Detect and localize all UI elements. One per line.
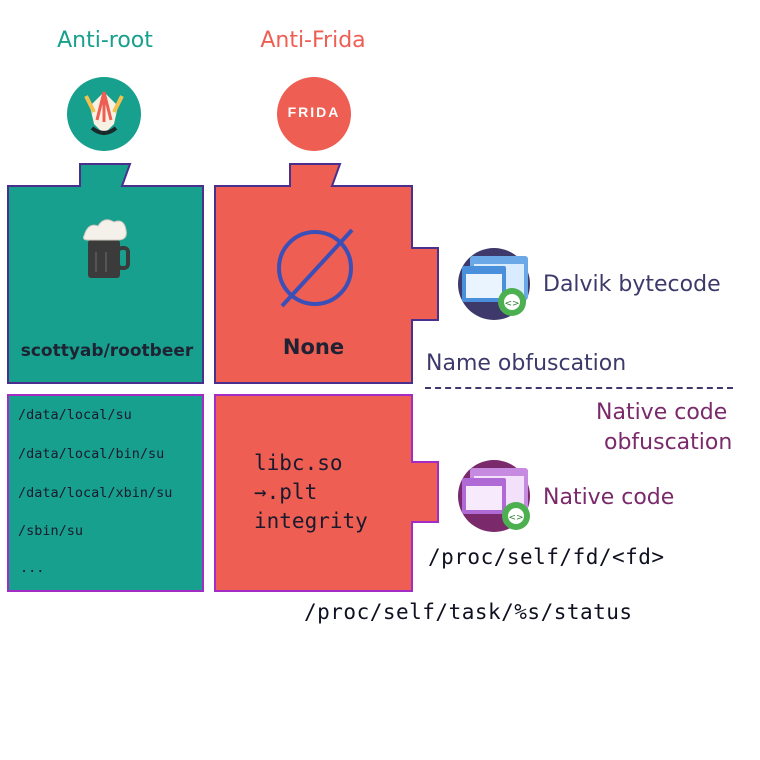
root-path-item: ... <box>20 560 45 576</box>
root-path-item: /data/local/su <box>18 407 132 423</box>
anti-frida-heading: Anti-Frida <box>260 28 366 53</box>
native-code-label: Native code <box>543 485 675 510</box>
native-code-icon: <> <box>458 460 530 532</box>
name-obfuscation-label: Name obfuscation <box>426 351 627 376</box>
rootbeer-label: scottyab/rootbeer <box>20 341 194 361</box>
root-paths-card <box>7 394 204 592</box>
anti-root-heading: Anti-root <box>57 28 153 53</box>
plt-line: →.plt <box>254 480 318 504</box>
native-obfuscation-line1: Native code <box>596 400 728 425</box>
beer-mug-icon <box>83 219 130 278</box>
root-path-item: /data/local/xbin/su <box>18 485 173 501</box>
obfuscation-divider <box>425 387 733 389</box>
dalvik-bytecode-label: Dalvik bytecode <box>543 272 721 297</box>
svg-text:<>: <> <box>504 299 519 309</box>
magisk-logo-icon <box>67 77 141 151</box>
proc-fd-path: /proc/self/fd/<fd> <box>428 545 665 569</box>
proc-task-status-path: /proc/self/task/%s/status <box>304 600 633 624</box>
dalvik-bytecode-icon: <> <box>458 248 530 320</box>
frida-card <box>214 163 439 384</box>
native-obfuscation-line2: obfuscation <box>604 430 733 455</box>
native-check-card <box>214 394 439 592</box>
frida-logo-text: FRIDA <box>287 104 341 120</box>
frida-logo-icon <box>277 77 351 151</box>
none-label: None <box>282 335 345 359</box>
integrity-line: integrity <box>254 509 368 533</box>
root-path-item: /data/local/bin/su <box>18 446 165 462</box>
libc-line: libc.so <box>254 451 343 475</box>
empty-set-icon <box>277 228 354 308</box>
svg-text:<>: <> <box>508 513 523 523</box>
root-path-item: /sbin/su <box>18 523 84 539</box>
